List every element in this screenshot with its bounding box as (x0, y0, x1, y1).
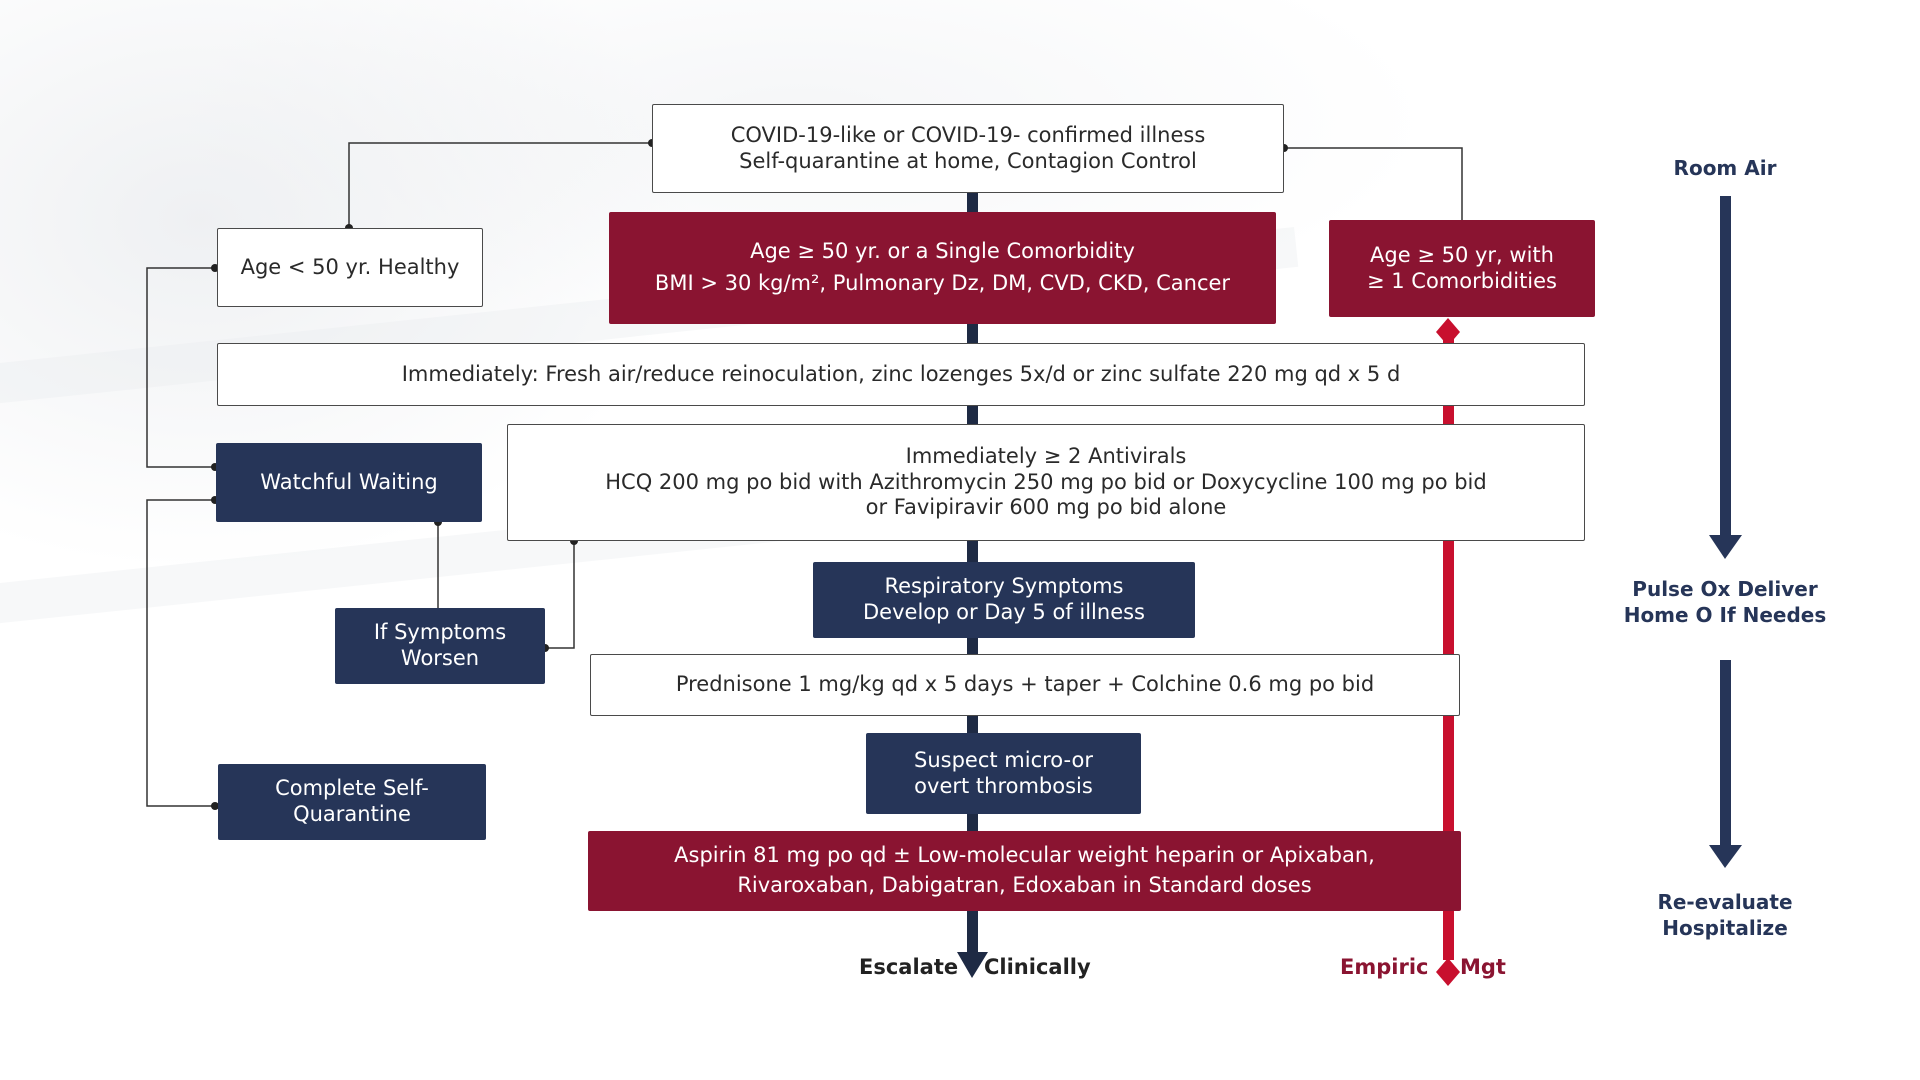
single-comorbidity-line-2: BMI > 30 kg/m², Pulmonary Dz, DM, CVD, C… (654, 271, 1231, 295)
respiratory-symptoms-box: Respiratory Symptoms Develop or Day 5 of… (813, 562, 1195, 638)
complete-quarantine-line-1: Complete Self- (275, 776, 429, 801)
antivirals-line-3: or Favipiravir 600 mg po bid alone (865, 495, 1227, 520)
anticoagulation-line-2: Rivaroxaban, Dabigatran, Edoxaban in Sta… (737, 873, 1312, 897)
thrombosis-line-2: overt thrombosis (914, 773, 1093, 798)
antivirals-line-1: Immediately ≥ 2 Antivirals (905, 444, 1187, 469)
room-air-label: Room Air (1615, 156, 1835, 182)
scale-arrow-1-shaft (1720, 196, 1731, 536)
scale-arrow-1-head (1709, 535, 1742, 559)
symptoms-worsen-line-1: If Symptoms (373, 620, 507, 645)
diagnosis-line-2: Self-quarantine at home, Contagion Contr… (739, 148, 1197, 173)
symptoms-worsen-line-2: Worsen (400, 646, 480, 670)
scale-arrow-2-shaft (1720, 660, 1731, 846)
main-flow-arrowhead (957, 952, 988, 978)
escalate-label: Escalate (859, 955, 959, 979)
empiric-label: Empiric (1340, 955, 1429, 979)
single-comorbidity-line-1: Age ≥ 50 yr. or a Single Comorbidity (750, 239, 1135, 264)
pulse-ox-label: Pulse Ox Deliver Home O If Needes (1615, 577, 1835, 628)
immediate-measures-box: Immediately: Fresh air/reduce reinoculat… (217, 343, 1585, 406)
clinically-label: Clinically (984, 955, 1091, 979)
single-comorbidity-box: Age ≥ 50 yr. or a Single Comorbidity BMI… (609, 212, 1276, 324)
prednisone-box: Prednisone 1 mg/kg qd x 5 days + taper +… (590, 654, 1460, 716)
pulse-ox-line-2: Home O If Needes (1623, 602, 1827, 627)
diagnosis-line-1: COVID-19-like or COVID-19- confirmed ill… (730, 122, 1206, 147)
watchful-waiting-label: Watchful Waiting (260, 469, 438, 494)
red-diamond-top (1436, 318, 1460, 346)
scale-arrow-2-head (1709, 845, 1742, 868)
complete-quarantine-line-2: Quarantine (293, 802, 411, 826)
immediate-measures-label: Immediately: Fresh air/reduce reinoculat… (401, 361, 1401, 386)
respiratory-symptoms-line-1: Respiratory Symptoms (884, 574, 1124, 599)
reevaluate-line-1: Re-evaluate (1657, 890, 1793, 914)
age-under-50-label: Age < 50 yr. Healthy (240, 254, 460, 279)
antivirals-box: Immediately ≥ 2 Antivirals HCQ 200 mg po… (507, 424, 1585, 541)
complete-quarantine-box: Complete Self- Quarantine (218, 764, 486, 840)
room-air-text: Room Air (1673, 156, 1777, 180)
watchful-waiting-box: Watchful Waiting (216, 443, 482, 522)
multiple-comorbidities-line-2: ≥ 1 Comorbidities (1366, 268, 1557, 293)
age-under-50-box: Age < 50 yr. Healthy (217, 228, 483, 307)
thrombosis-line-1: Suspect micro-or (914, 747, 1093, 772)
empiric-flow-line (1443, 330, 1454, 960)
symptoms-worsen-box: If Symptoms Worsen (335, 608, 545, 684)
mgt-label: Mgt (1460, 955, 1506, 979)
red-diamond-bottom (1436, 958, 1460, 986)
reevaluate-line-2: Hospitalize (1662, 915, 1788, 940)
anticoagulation-box: Aspirin 81 mg po qd ± Low-molecular weig… (588, 831, 1461, 911)
antivirals-line-2: HCQ 200 mg po bid with Azithromycin 250 … (605, 469, 1487, 494)
prednisone-label: Prednisone 1 mg/kg qd x 5 days + taper +… (675, 672, 1375, 697)
thrombosis-box: Suspect micro-or overt thrombosis (866, 733, 1141, 814)
multiple-comorbidities-line-1: Age ≥ 50 yr, with (1370, 242, 1554, 267)
pulse-ox-line-1: Pulse Ox Deliver (1632, 577, 1818, 601)
anticoagulation-line-1: Aspirin 81 mg po qd ± Low-molecular weig… (674, 843, 1375, 868)
multiple-comorbidities-box: Age ≥ 50 yr, with ≥ 1 Comorbidities (1329, 220, 1595, 317)
reevaluate-label: Re-evaluate Hospitalize (1615, 890, 1835, 941)
respiratory-symptoms-line-2: Develop or Day 5 of illness (863, 600, 1145, 624)
diagnosis-box: COVID-19-like or COVID-19- confirmed ill… (652, 104, 1284, 193)
